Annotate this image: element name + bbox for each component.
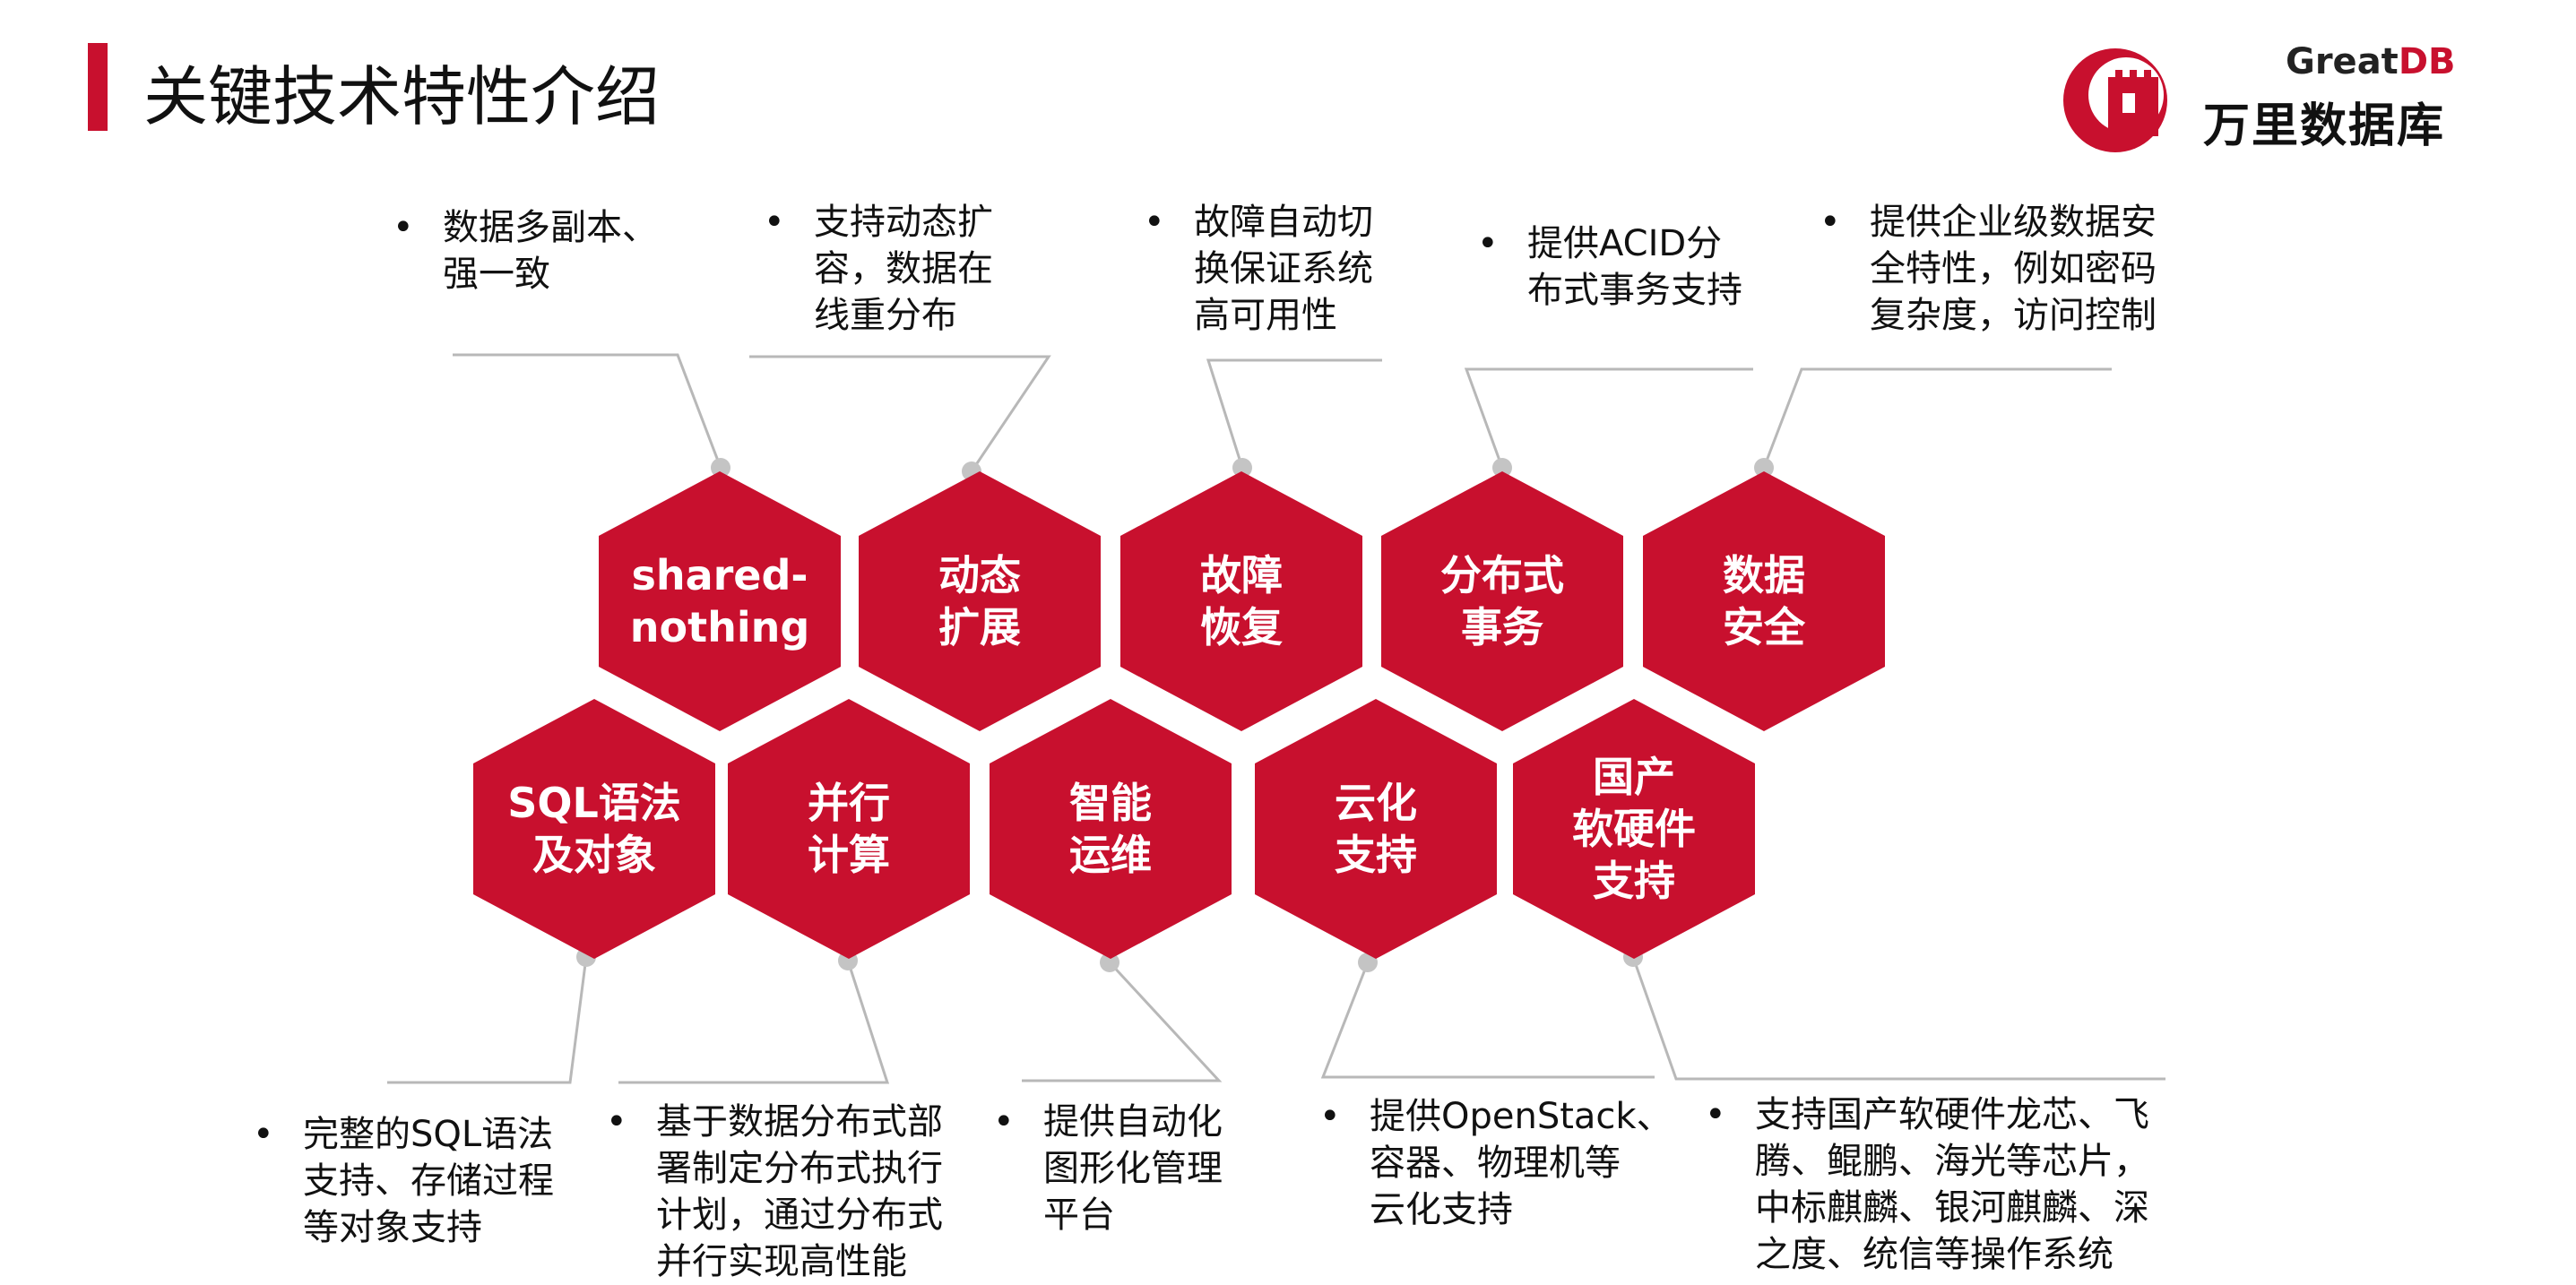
hex-shape (1255, 699, 1497, 959)
hex-shape (1120, 471, 1362, 731)
feature-label-domestic-hw-sw: 国产 软硬件 支持 (1572, 753, 1696, 905)
connector-bottom-3 (1320, 953, 1655, 1079)
hex-shape (1381, 471, 1623, 731)
description-top-4: • 提供企业级数据安 全特性，例如密码 复杂度，访问控制 (1820, 199, 2196, 342)
connector-top-4 (1754, 367, 2112, 478)
bullet-icon: • (253, 1114, 274, 1155)
description-bottom-3: • 提供OpenStack、 容器、物理机等 云化支持 (1319, 1093, 1714, 1237)
bullet-icon: • (1705, 1094, 1726, 1135)
description-bottom-2: • 提供自动化 图形化管理 平台 (993, 1099, 1280, 1242)
description-bottom-0: • 完整的SQL语法 支持、存储过程 等对象支持 (253, 1111, 593, 1255)
page-title: 关键技术特性介绍 (143, 59, 661, 134)
hex-top-4: 数据 安全 (1643, 471, 1885, 731)
feature-label-distributed-transaction: 分布式 事务 (1440, 551, 1564, 651)
title-accent-bar (88, 43, 108, 131)
bullet-icon: • (1144, 202, 1165, 243)
greatdb-logo: GreatDB 万里数据库 (2053, 34, 2465, 153)
description-top-3: • 提供ACID分 布式事务支持 (1477, 220, 1773, 319)
feature-label-fault-recovery: 故障 恢复 (1200, 551, 1283, 651)
feature-label-parallel-compute: 并行 计算 (808, 779, 890, 879)
hex-shape (1643, 471, 1885, 731)
feature-label-dynamic-scaling: 动态 扩展 (938, 551, 1021, 651)
description-bottom-1: • 基于数据分布式部 署制定分布式执行 计划，通过分布式 并行实现高性能 (606, 1099, 982, 1282)
description-top-0: • 数据多副本、 强一致 (393, 204, 697, 303)
feature-label-smart-ops: 智能 运维 (1069, 779, 1152, 879)
feature-label-cloud-support: 云化 支持 (1335, 779, 1417, 879)
connector-top-0 (453, 353, 730, 478)
hex-bottom-1: 并行 计算 (728, 699, 970, 959)
hex-shape (990, 699, 1232, 959)
bullet-icon: • (606, 1101, 627, 1143)
description-bottom-4: • 支持国产软硬件龙芯、飞 腾、鲲鹏、海光等芯片， 中标麒麟、银河麒麟、深 之度… (1705, 1091, 2207, 1275)
description-text: 提供企业级数据安 全特性，例如密码 复杂度，访问控制 (1870, 202, 2157, 336)
hex-shape (1513, 699, 1755, 959)
bullet-icon: • (1319, 1096, 1341, 1137)
brand-name: GreatDB (2286, 41, 2456, 82)
brand-prefix: Great (2286, 41, 2399, 82)
connector-top-3 (1464, 367, 1753, 478)
connector-top-2 (1206, 358, 1382, 478)
description-top-1: • 支持动态扩 容，数据在 线重分布 (764, 199, 1033, 342)
bullet-icon: • (393, 207, 414, 248)
connector-bottom-1 (618, 951, 890, 1084)
feature-label-shared-nothing: shared- nothing (629, 551, 810, 651)
feature-label-sql-syntax: SQL语法 及对象 (507, 779, 681, 879)
description-text: 完整的SQL语法 支持、存储过程 等对象支持 (303, 1114, 554, 1248)
hex-shape (728, 699, 970, 959)
hex-shape (599, 471, 841, 731)
hex-top-1: 动态 扩展 (859, 471, 1101, 731)
hex-bottom-0: SQL语法 及对象 (473, 699, 715, 959)
description-text: 基于数据分布式部 署制定分布式执行 计划，通过分布式 并行实现高性能 (656, 1101, 943, 1282)
bullet-icon: • (993, 1101, 1015, 1143)
hex-top-0: shared- nothing (599, 471, 841, 731)
connector-bottom-0 (387, 947, 596, 1084)
great-wall-logo-icon (2063, 48, 2167, 152)
description-text: 提供ACID分 布式事务支持 (1527, 223, 1742, 311)
description-text: 数据多副本、 强一致 (443, 207, 658, 295)
hex-top-3: 分布式 事务 (1381, 471, 1623, 731)
hex-top-2: 故障 恢复 (1120, 471, 1362, 731)
description-text: 提供OpenStack、 容器、物理机等 云化支持 (1370, 1096, 1673, 1230)
connector-top-1 (749, 355, 1051, 481)
hex-bottom-2: 智能 运维 (990, 699, 1232, 959)
brand-cn-name: 万里数据库 (2203, 99, 2446, 153)
feature-label-data-security: 数据 安全 (1723, 551, 1805, 651)
connector-bottom-4 (1623, 947, 2165, 1081)
description-text: 支持国产软硬件龙芯、飞 腾、鲲鹏、海光等芯片， 中标麒麟、银河麒麟、深 之度、统… (1755, 1094, 2149, 1275)
bullet-icon: • (764, 202, 785, 243)
description-top-2: • 故障自动切 换保证系统 高可用性 (1144, 199, 1413, 342)
description-text: 故障自动切 换保证系统 高可用性 (1194, 202, 1373, 336)
hex-shape (859, 471, 1101, 731)
bullet-icon: • (1477, 223, 1499, 264)
description-text: 支持动态扩 容，数据在 线重分布 (814, 202, 993, 336)
bullet-icon: • (1820, 202, 1841, 243)
description-text: 提供自动化 图形化管理 平台 (1043, 1101, 1223, 1236)
brand-suffix: DB (2398, 41, 2456, 82)
hex-shape (473, 699, 715, 959)
connector-bottom-2 (1022, 953, 1223, 1082)
hex-bottom-3: 云化 支持 (1255, 699, 1497, 959)
hex-bottom-4: 国产 软硬件 支持 (1513, 699, 1755, 959)
